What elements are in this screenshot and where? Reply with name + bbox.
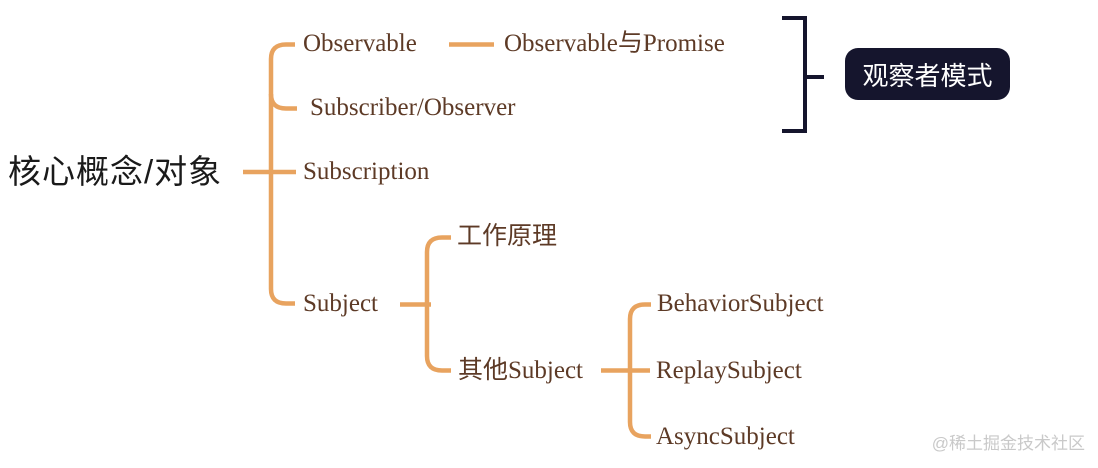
group-bracket: [782, 16, 807, 133]
watermark: @稀土掘金技术社区: [931, 434, 1085, 453]
trunk-level3-other-subject: [627, 302, 651, 439]
node-subscriber-observer: Subscriber/Observer: [310, 94, 516, 121]
node-subject: Subject: [303, 290, 378, 317]
node-root: 核心概念/对象: [8, 153, 223, 191]
trunk-level2-subject: [424, 235, 451, 373]
branch-line-subscriber: [268, 93, 297, 111]
node-subscription: Subscription: [303, 158, 430, 185]
node-replay-subject: ReplaySubject: [656, 357, 802, 384]
node-observable-promise: Observable与Promise: [504, 30, 725, 57]
annotation-badge: 观察者模式: [845, 48, 1010, 100]
node-observable: Observable: [303, 30, 417, 57]
node-behavior-subject: BehaviorSubject: [657, 290, 824, 317]
node-working-principle: 工作原理: [457, 223, 558, 250]
node-async-subject: AsyncSubject: [656, 423, 795, 450]
node-other-subject: 其他Subject: [458, 357, 583, 384]
